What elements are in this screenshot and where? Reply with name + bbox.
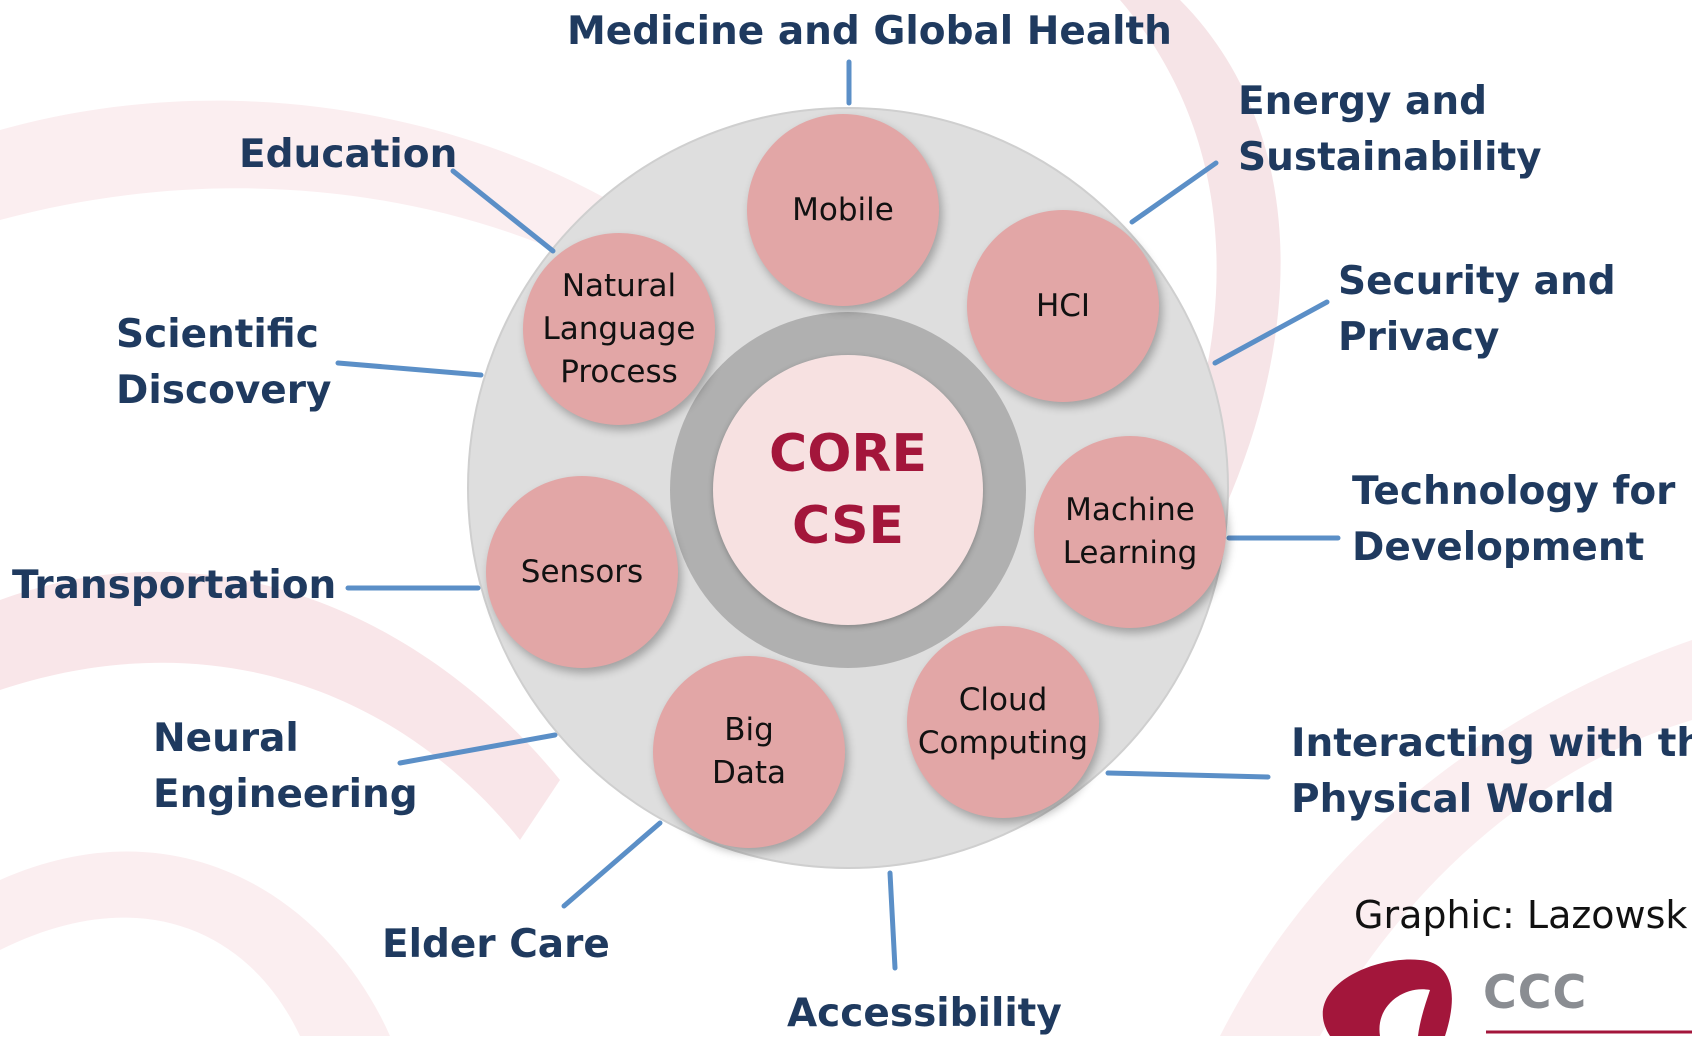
area-label: Medicine and Global Health — [567, 9, 1172, 54]
area-label: Elder Care — [382, 922, 610, 967]
node-label: Big — [724, 712, 774, 748]
area-label: Transportation — [12, 563, 337, 608]
connector-physical — [1105, 770, 1271, 780]
area-label: Accessibility — [787, 991, 1062, 1036]
area-security: Security and Privacy — [1338, 254, 1616, 366]
area-neural: Neural Engineering — [153, 711, 418, 823]
node-hci: HCI — [967, 210, 1159, 402]
node-machine-learning: Machine Learning — [1034, 436, 1226, 628]
core-label-line1: CORE — [769, 424, 927, 484]
area-label: Discovery — [116, 368, 332, 413]
node-big-data: Big Data — [653, 656, 845, 848]
area-label: Physical World — [1291, 777, 1615, 822]
area-energy: Energy and Sustainability — [1238, 74, 1542, 186]
connector-neural — [397, 732, 558, 766]
area-label: Interacting with the — [1291, 721, 1692, 766]
graphic-credit: Graphic: Lazowsk — [1354, 893, 1688, 937]
node-label: Sensors — [520, 553, 644, 590]
connector-security — [1212, 299, 1330, 366]
area-education: Education — [239, 127, 457, 183]
node-label: Machine — [1065, 492, 1195, 528]
connector-accessibility — [887, 870, 898, 971]
area-scientific: Scientific Discovery — [116, 307, 331, 419]
area-label: Sustainability — [1238, 135, 1542, 180]
area-technology: Technology for Development — [1352, 464, 1675, 576]
area-label: Energy and — [1238, 79, 1488, 124]
node-label: Computing — [917, 725, 1089, 761]
area-label: Security and — [1338, 259, 1616, 304]
area-label: Engineering — [153, 772, 418, 817]
node-natural-language-process: Natural Language Process — [523, 233, 715, 425]
node-label: Data — [711, 755, 787, 791]
core-label-line2: CSE — [791, 496, 905, 556]
node-label: HCI — [1035, 287, 1091, 324]
node-label: Cloud — [958, 682, 1048, 718]
node-label: Natural — [561, 267, 677, 304]
area-label: Scientific — [116, 312, 319, 357]
area-label: Privacy — [1338, 315, 1500, 360]
node-sensors: Sensors — [486, 476, 678, 668]
area-label: Neural — [153, 716, 299, 761]
ccc-logo-text: CCC — [1483, 965, 1588, 1019]
node-mobile: Mobile — [747, 114, 939, 306]
core-cse-circle: CORE CSE — [713, 355, 983, 625]
area-transportation: Transportation — [12, 558, 336, 614]
node-label: Mobile — [792, 191, 894, 228]
connector-scientific — [335, 360, 484, 378]
area-label: Education — [239, 132, 458, 177]
area-label: Technology for — [1352, 469, 1676, 514]
area-accessibility: Accessibility — [787, 986, 1062, 1042]
connector-energy — [1129, 160, 1219, 225]
area-medicine: Medicine and Global Health — [567, 4, 1172, 60]
connector-eldercare — [561, 820, 663, 909]
node-label: Language — [542, 310, 696, 347]
connector-education — [450, 168, 556, 254]
node-label: Process — [560, 353, 678, 390]
area-label: Development — [1352, 525, 1645, 570]
area-physical-world: Interacting with the Physical World — [1291, 716, 1692, 828]
ccc-logo-icon — [1322, 959, 1692, 1036]
node-label: Learning — [1062, 535, 1198, 571]
node-cloud-computing: Cloud Computing — [907, 626, 1099, 818]
area-elder-care: Elder Care — [382, 917, 610, 973]
